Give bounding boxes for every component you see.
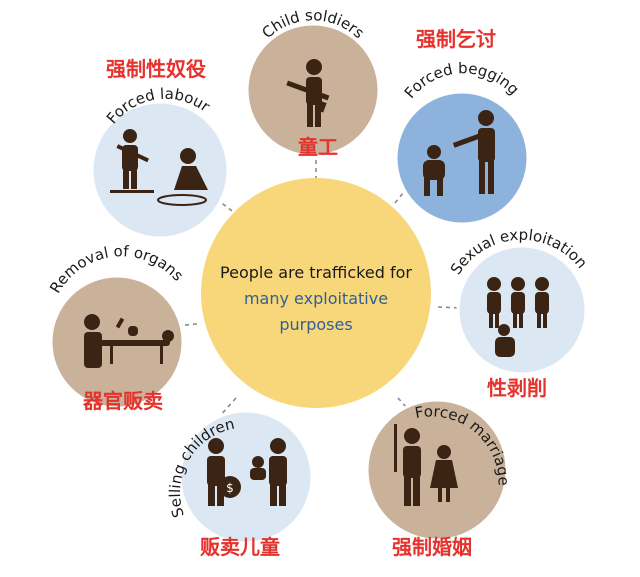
soldier-icon	[286, 59, 330, 127]
node-forced-marriage: 强制婚姻	[365, 398, 509, 559]
cn-label-selling-children: 贩卖儿童	[200, 535, 280, 559]
money-bag-icon: $	[207, 438, 287, 506]
cn-label-child-soldiers: 童工	[298, 135, 338, 159]
center-text-line2: many exploitative	[244, 289, 388, 308]
begging-icon	[423, 110, 495, 196]
node-removal-of-organs: 器官贩卖	[49, 274, 185, 413]
center-text-line1: People are trafficked for	[220, 263, 412, 282]
node-sexual-exploitation: 性剥削	[456, 244, 588, 400]
figures-icon	[487, 277, 549, 357]
marriage-icon	[394, 424, 458, 506]
node-forced-labour: 强制性奴役	[90, 57, 230, 240]
labour-icon	[110, 129, 208, 206]
operation-icon	[84, 314, 174, 368]
svg-text:$: $	[226, 481, 234, 495]
cn-label-forced-labour: 强制性奴役	[106, 57, 206, 81]
cn-label-forced-begging: 强制乞讨	[416, 27, 496, 51]
node-selling-children: $ 贩卖儿童	[178, 409, 314, 559]
center-circle	[201, 178, 431, 408]
cn-label-removal-of-organs: 器官贩卖	[82, 389, 163, 413]
node-child-soldiers: 童工	[245, 22, 381, 159]
cn-label-sexual-exploitation: 性剥削	[487, 376, 547, 400]
node-forced-begging: 强制乞讨	[394, 27, 530, 226]
cn-label-forced-marriage: 强制婚姻	[392, 535, 472, 559]
center-text-line3: purposes	[279, 315, 352, 334]
